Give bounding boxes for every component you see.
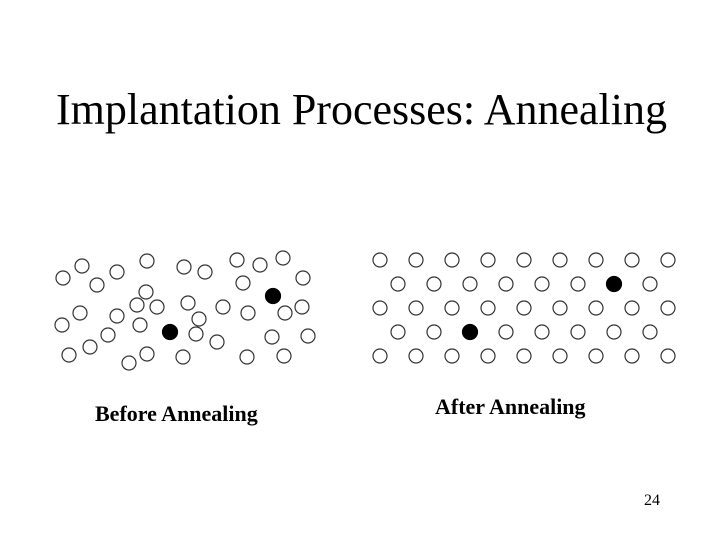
- lattice-atom: [372, 252, 388, 268]
- lattice-atom: [660, 300, 676, 316]
- lattice-atom: [139, 253, 155, 269]
- dopant-atom: [161, 323, 179, 341]
- lattice-atom: [390, 324, 406, 340]
- lattice-atom: [606, 324, 622, 340]
- lattice-atom: [295, 270, 311, 286]
- lattice-atom: [275, 250, 291, 266]
- lattice-atom: [277, 305, 293, 321]
- lattice-atom: [149, 299, 165, 315]
- lattice-atom: [55, 270, 71, 286]
- lattice-atom: [180, 295, 196, 311]
- lattice-atom: [229, 252, 245, 268]
- lattice-atom: [176, 259, 192, 275]
- lattice-atom: [372, 300, 388, 316]
- lattice-atom: [240, 305, 256, 321]
- dopant-atom: [605, 275, 623, 293]
- lattice-atom: [624, 348, 640, 364]
- lattice-atom: [89, 277, 105, 293]
- lattice-atom: [252, 257, 268, 273]
- lattice-atom: [235, 275, 251, 291]
- lattice-atom: [175, 349, 191, 365]
- lattice-atom: [264, 329, 280, 345]
- lattice-atom: [209, 334, 225, 350]
- lattice-atom: [191, 311, 207, 327]
- lattice-atom: [132, 317, 148, 333]
- lattice-atom: [588, 300, 604, 316]
- lattice-atom: [498, 276, 514, 292]
- lattice-atom: [294, 299, 310, 315]
- lattice-atom: [444, 300, 460, 316]
- lattice-atom: [588, 348, 604, 364]
- lattice-atom: [408, 252, 424, 268]
- lattice-atom: [215, 299, 231, 315]
- lattice-atom: [109, 264, 125, 280]
- lattice-atom: [72, 305, 88, 321]
- after-annealing-label: After Annealing: [435, 394, 586, 419]
- lattice-atom: [138, 284, 154, 300]
- lattice-atom: [74, 258, 90, 274]
- lattice-atom: [444, 348, 460, 364]
- lattice-atom: [480, 300, 496, 316]
- lattice-atom: [570, 324, 586, 340]
- lattice-atom: [462, 276, 478, 292]
- lattice-atom: [570, 276, 586, 292]
- lattice-atom: [516, 348, 532, 364]
- dopant-atom: [264, 287, 282, 305]
- lattice-atom: [239, 349, 255, 365]
- lattice-atom: [588, 252, 604, 268]
- lattice-atom: [552, 252, 568, 268]
- lattice-atom: [426, 276, 442, 292]
- lattice-atom: [642, 276, 658, 292]
- lattice-atom: [372, 348, 388, 364]
- lattice-atom: [188, 326, 204, 342]
- lattice-atom: [516, 300, 532, 316]
- lattice-atom: [642, 324, 658, 340]
- lattice-atom: [516, 252, 532, 268]
- lattice-atom: [624, 252, 640, 268]
- lattice-atom: [534, 324, 550, 340]
- lattice-atom: [426, 324, 442, 340]
- lattice-atom: [552, 300, 568, 316]
- lattice-atom: [444, 252, 460, 268]
- lattice-atom: [480, 252, 496, 268]
- lattice-atom: [624, 300, 640, 316]
- lattice-atom: [498, 324, 514, 340]
- page-number: 24: [644, 492, 660, 509]
- lattice-atom: [300, 328, 316, 344]
- slide-title: Implantation Processes: Annealing: [56, 85, 667, 134]
- lattice-atom: [408, 300, 424, 316]
- lattice-atom: [197, 264, 213, 280]
- lattice-atom: [480, 348, 496, 364]
- lattice-atom: [552, 348, 568, 364]
- before-annealing-label: Before Annealing: [95, 401, 258, 426]
- lattice-atom: [129, 297, 145, 313]
- lattice-atom: [390, 276, 406, 292]
- lattice-atom: [121, 355, 137, 371]
- lattice-atom: [660, 348, 676, 364]
- lattice-atom: [276, 348, 292, 364]
- dopant-atom: [461, 323, 479, 341]
- lattice-atom: [109, 308, 125, 324]
- lattice-atom: [54, 317, 70, 333]
- lattice-atom: [660, 252, 676, 268]
- lattice-atom: [534, 276, 550, 292]
- lattice-atom: [61, 347, 77, 363]
- lattice-atom: [139, 346, 155, 362]
- lattice-atom: [82, 339, 98, 355]
- lattice-atom: [408, 348, 424, 364]
- lattice-atom: [100, 327, 116, 343]
